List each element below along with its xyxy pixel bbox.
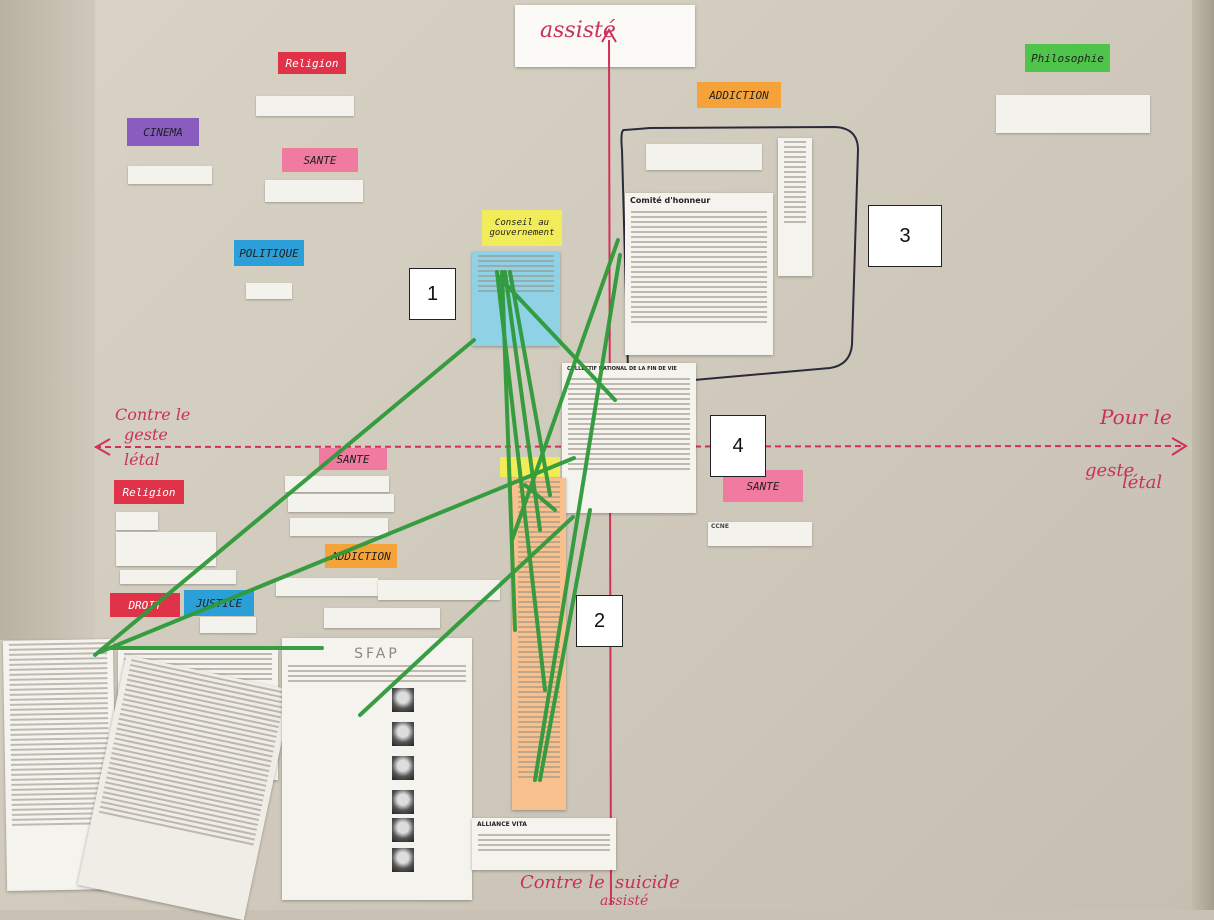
label-sante-mid-2	[288, 494, 394, 512]
vertical-arrowhead	[601, 28, 617, 43]
sfap-title: SFAP	[354, 646, 400, 662]
photo-5	[392, 818, 414, 842]
right-arrowhead	[1171, 437, 1188, 456]
axis-label-bottom-1: Contre le	[520, 872, 605, 893]
axis-label-left-3: létal	[124, 450, 160, 469]
tape-10	[533, 253, 622, 782]
tape-5	[503, 270, 542, 532]
tape-13	[523, 483, 557, 512]
axis-label-right-3: létal	[1122, 472, 1163, 493]
sheet-list-right	[778, 138, 812, 276]
tape-12	[538, 508, 592, 782]
tape-9	[510, 238, 620, 542]
number-box-2: 2	[576, 595, 623, 647]
tape-6	[508, 270, 552, 497]
axis-label-bottom-3: assisté	[600, 893, 649, 909]
circled-group-outline	[620, 125, 860, 385]
number-box-1: 1	[409, 268, 456, 320]
label-sante-mid-1	[285, 476, 389, 492]
number-box-3: 3	[868, 205, 942, 267]
label-sante-mid-3	[290, 518, 388, 536]
label-religion-low-1	[116, 512, 158, 530]
label-admd	[646, 144, 762, 170]
label-philosophie	[996, 95, 1150, 133]
label-justice	[200, 617, 256, 633]
label-addiction-low-3	[324, 608, 440, 628]
sticky-addiction-top: ADDICTION	[697, 82, 781, 108]
sticky-cinema: CINEMA	[127, 118, 199, 146]
sheet-conseil-blue	[472, 252, 560, 346]
axis-label-bottom-2: suicide	[615, 872, 680, 893]
tape-8	[496, 274, 617, 402]
axis-label-right-1: Pour le	[1100, 405, 1172, 429]
number-box-4: 4	[710, 415, 766, 477]
photo-3	[392, 756, 414, 780]
photo-4	[392, 790, 414, 814]
photo-2	[392, 722, 414, 746]
sticky-religion-top: Religion	[278, 52, 346, 74]
photo-6	[392, 848, 414, 872]
sheet-comite: Comité d'honneur	[625, 193, 773, 355]
sticky-conseil: Conseil au gouvernement	[482, 210, 562, 246]
left-arrowhead	[93, 438, 111, 456]
left-wall	[0, 0, 95, 640]
label-addiction-low-2	[378, 580, 500, 600]
sticky-religion-low: Religion	[114, 480, 184, 504]
label-religion-low-3	[120, 570, 236, 584]
sticky-philosophie: Philosophie	[1025, 44, 1110, 72]
label-ccne: CCNE	[708, 522, 812, 546]
colloque-title: COLLECTIF NATIONAL DE LA FIN DE VIE	[567, 366, 677, 372]
sticky-politique: POLITIQUE	[234, 240, 304, 266]
sticky-sante-mid: SANTE	[319, 448, 387, 470]
ccne-title: CCNE	[711, 523, 729, 530]
axis-label-right-2: geste	[1085, 460, 1135, 481]
right-wall	[1192, 0, 1214, 910]
sticky-sante-top: SANTE	[282, 148, 358, 172]
label-sante-top	[265, 180, 363, 202]
label-cinema	[128, 166, 212, 184]
label-religion-top	[256, 96, 354, 116]
sheet-sfap: SFAP	[282, 638, 472, 900]
tape-1	[93, 338, 476, 657]
label-religion-low-2	[116, 532, 216, 566]
axis-label-left-2: geste	[124, 425, 168, 444]
label-addiction-low-1	[276, 578, 378, 596]
sheet-alliance-vita: ALLIANCE VITA	[472, 818, 616, 870]
photo-1	[392, 688, 414, 712]
tape-2	[98, 456, 576, 654]
sticky-droit: DROIT	[110, 593, 180, 617]
alliance-title: ALLIANCE VITA	[477, 821, 527, 828]
label-politique	[246, 283, 292, 299]
tape-11	[358, 515, 575, 717]
comite-title: Comité d'honneur	[630, 196, 711, 205]
sheet-colloque: COLLECTIF NATIONAL DE LA FIN DE VIE	[562, 363, 696, 513]
axis-label-left-1: Contre le	[115, 405, 191, 424]
